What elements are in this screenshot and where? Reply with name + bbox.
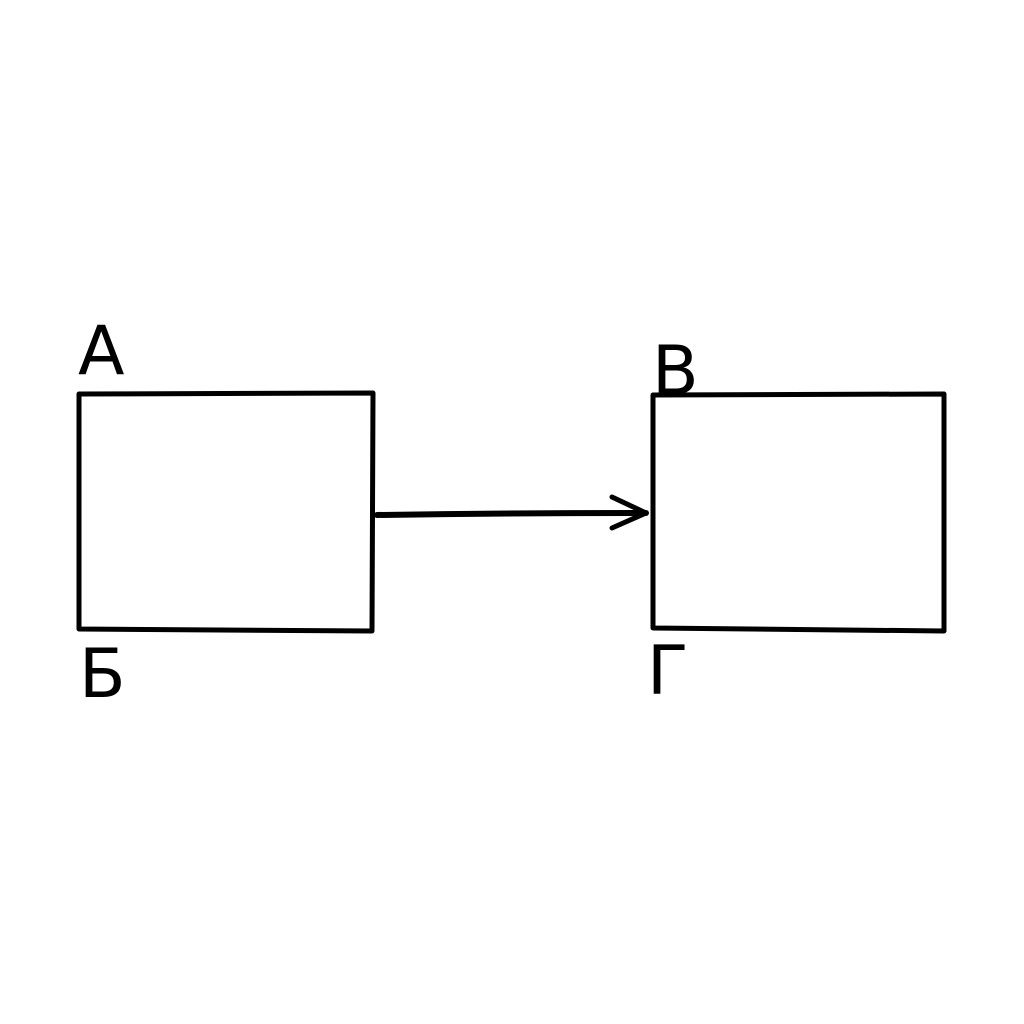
arrow-shaft xyxy=(374,510,649,518)
corner-label-v: В xyxy=(652,332,699,411)
left-box xyxy=(76,390,376,634)
arrowhead-icon xyxy=(609,494,649,531)
corner-label-b: Б xyxy=(79,635,126,714)
corner-label-g: Г xyxy=(647,632,689,711)
corner-label-a: А xyxy=(78,312,125,391)
right-box xyxy=(650,391,947,634)
